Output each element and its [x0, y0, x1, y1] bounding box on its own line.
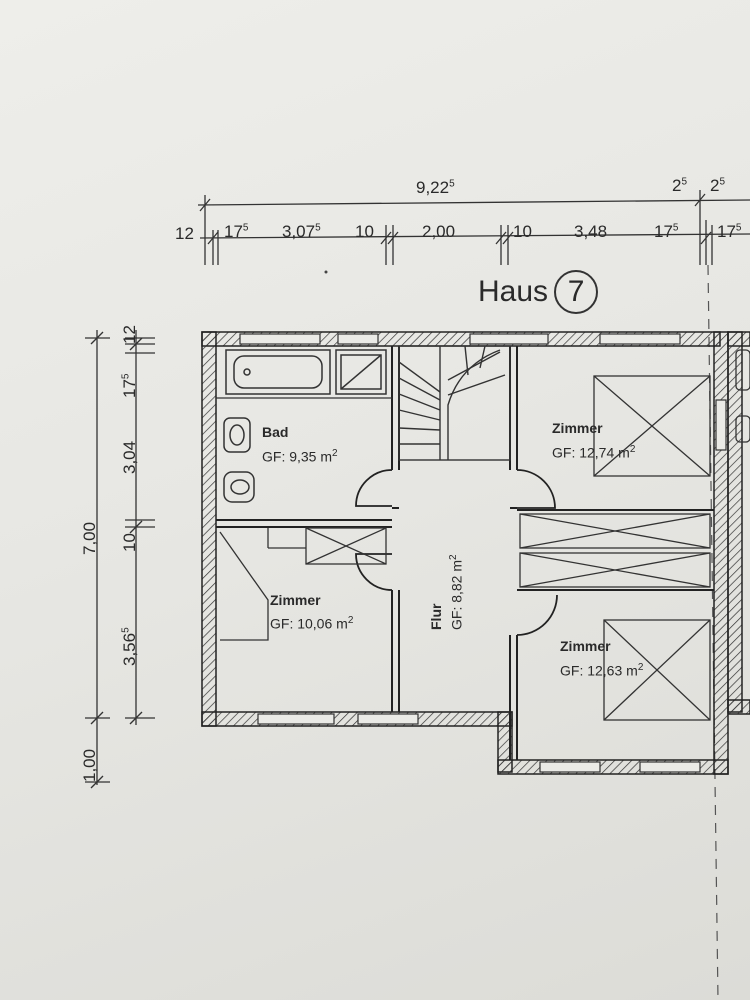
room-zimmer-left-name: Zimmer	[270, 592, 321, 608]
neighbour-wall	[727, 331, 750, 715]
beds	[219, 375, 711, 721]
dim-seg: 3,48	[574, 222, 608, 241]
room-zimmer-top-right-name: Zimmer	[552, 420, 603, 436]
dim-seg-left: 10	[120, 533, 139, 552]
dim-seg: 175	[654, 222, 679, 241]
dim-seg-left: 175	[120, 373, 139, 398]
room-bad-name: Bad	[262, 424, 289, 440]
dot-mark	[324, 270, 328, 274]
dim-seg: 10	[355, 222, 374, 241]
building-axis-line	[707, 264, 719, 1000]
house-label: Haus	[478, 275, 549, 308]
dim-right-a: 25	[672, 176, 688, 195]
interior-walls	[216, 346, 714, 760]
dim-seg: 175	[717, 222, 742, 241]
dim-right-b: 25	[710, 176, 726, 195]
top-dimension-lines	[197, 190, 750, 265]
dim-seg: 175	[224, 222, 249, 241]
sanitary-fixtures	[223, 417, 255, 503]
windows	[239, 333, 727, 773]
room-zimmer-bottom-right-name: Zimmer	[560, 638, 611, 654]
room-flur-area: GF: 8,82 m2	[448, 554, 465, 630]
dim-seg: 12	[175, 224, 194, 243]
dim-seg: 10	[513, 222, 532, 241]
bathtub	[225, 349, 331, 395]
dim-seg: 3,075	[282, 222, 321, 241]
room-zimmer-left-area: GF: 10,06 m2	[270, 615, 354, 632]
wardrobes	[519, 513, 711, 588]
dim-seg-left: 3,565	[120, 627, 139, 666]
house-number-badge: 7	[554, 270, 599, 314]
dim-total-width: 9,225	[416, 178, 455, 197]
dim-bottom-extra: 1,00	[80, 748, 99, 782]
dim-seg: 2,00	[422, 222, 456, 241]
dim-seg-left: 3,04	[120, 440, 139, 474]
wardrobe-left-room	[267, 527, 387, 565]
room-bad-area: GF: 9,35 m2	[262, 448, 338, 465]
neighbour-fixtures	[735, 349, 750, 443]
room-flur-name: Flur	[428, 603, 444, 630]
door-swings	[355, 469, 558, 636]
room-zimmer-bottom-right-area: GF: 12,63 m2	[560, 662, 644, 679]
dim-seg-left: 12	[120, 325, 139, 344]
shower	[335, 349, 387, 395]
left-dimension-lines	[85, 330, 155, 789]
dim-total-depth: 7,00	[80, 521, 99, 555]
room-zimmer-top-right-area: GF: 12,74 m2	[552, 444, 636, 461]
staircase	[398, 345, 511, 461]
